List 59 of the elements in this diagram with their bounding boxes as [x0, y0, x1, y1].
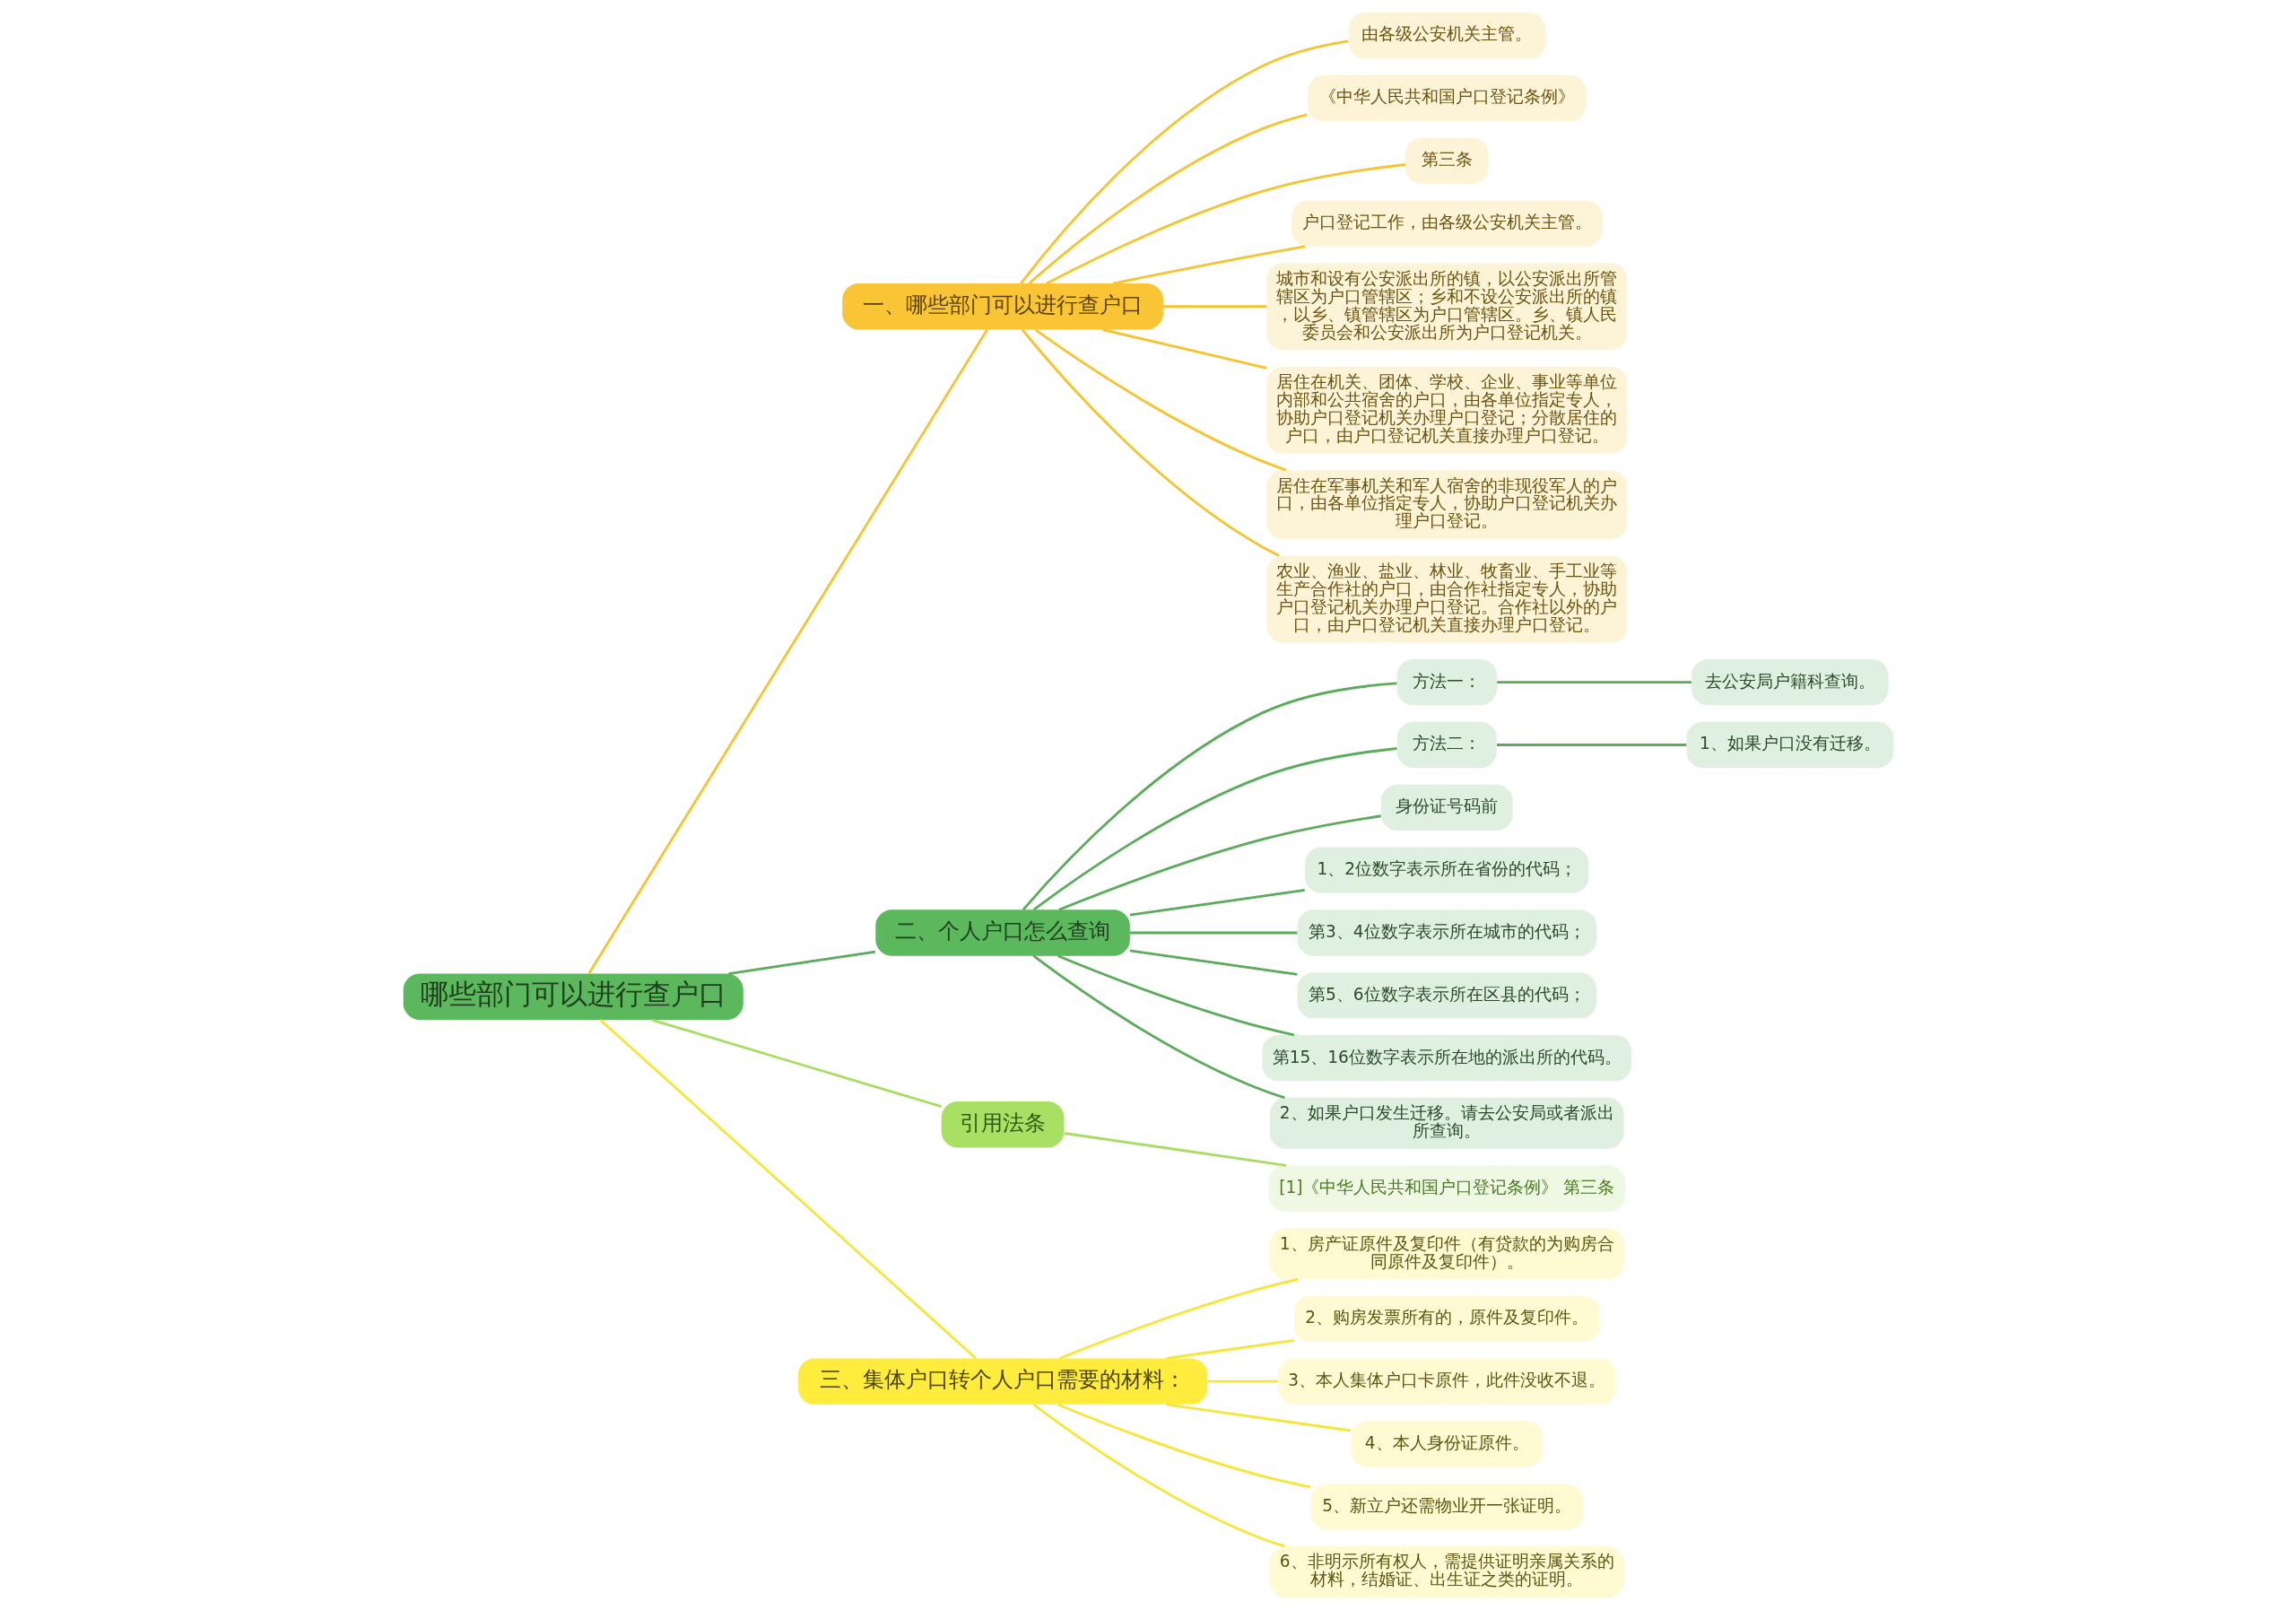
node-box: 1、2位数字表示所在省份的代码；	[1304, 847, 1588, 893]
connector	[1019, 39, 1348, 284]
connector	[1022, 682, 1396, 910]
node-box: 《中华人民共和国户口登记条例》	[1307, 74, 1587, 122]
node-box: 3、本人集体户口卡原件，此件没收不退。	[1277, 1358, 1615, 1405]
connector	[1034, 328, 1286, 472]
connector	[1496, 681, 1692, 684]
node-box: 去公安局户籍科查询。	[1691, 659, 1889, 706]
node-box: 第3、4位数字表示所在城市的代码；	[1297, 909, 1596, 956]
connector	[1112, 245, 1305, 285]
node-box: 1、房产证原件及复印件（有贷款的为购房合同原件及复印件）。	[1269, 1228, 1624, 1280]
node-box: 居住在机关、团体、学校、企业、事业等单位内部和公共宿舍的户口，由各单位指定专人，协助户口登记机关办理户口登记；分散居住的户口，由户口登记机关直接办理户口登记。	[1265, 366, 1627, 454]
node-box: 户口登记工作，由各级公安机关主管。	[1291, 200, 1602, 247]
connector	[1032, 954, 1285, 1100]
node-box: 4、本人身份证原件。	[1350, 1421, 1543, 1467]
connector	[1129, 931, 1297, 935]
node-box: 由各级公安机关主管。	[1348, 12, 1545, 59]
node-box: 哪些部门可以进行查户口	[403, 973, 744, 1020]
connector	[727, 950, 875, 975]
node-box: [1]《中华人民共和国户口登记条例》 第三条	[1267, 1165, 1625, 1212]
connector	[1032, 747, 1397, 911]
node-box: 居住在军事机关和军人宿舍的非现役军人的户口，由各单位指定专人，协助户口登记机关办理户口登记。	[1265, 470, 1627, 540]
connector	[1032, 1403, 1285, 1548]
connector	[650, 1018, 942, 1109]
connector	[587, 329, 988, 974]
connector	[1028, 113, 1308, 284]
connector	[1166, 1338, 1294, 1360]
connector	[1021, 328, 1280, 557]
connector	[1057, 954, 1294, 1037]
connector	[1496, 744, 1686, 746]
node-box: 第15、16位数字表示所在地的派出所的代码。	[1261, 1035, 1631, 1082]
node-box: 方法一：	[1396, 659, 1497, 706]
node-box: 引用法条	[941, 1101, 1064, 1148]
node-box: 三、集体户口转个人户口需要的材料：	[797, 1358, 1207, 1405]
node-box: 农业、渔业、盐业、林业、牧畜业、手工业等生产合作社的户口，由合作社指定专人，协助户口登记机关办理户口登记。合作社以外的户口，由户口登记机关直接办理户口登记。	[1265, 555, 1627, 643]
node-box: 第三条	[1405, 137, 1489, 184]
node-box: 一、哪些部门可以进行查户口	[841, 283, 1163, 330]
connector	[1064, 1132, 1286, 1167]
connector	[1166, 1403, 1351, 1432]
connector	[1206, 1379, 1278, 1383]
connector	[1058, 1277, 1299, 1360]
node-box: 5、新立户还需物业开一张证明。	[1310, 1484, 1583, 1530]
connector	[1162, 305, 1266, 309]
node-box: 6、非明示所有权人，需提供证明亲属关系的材料，结婚证、出生证之类的证明。	[1269, 1546, 1624, 1598]
node-box: 2、购房发票所有的，原件及复印件。	[1293, 1295, 1600, 1342]
connector	[1129, 949, 1298, 976]
node-box: 二、个人户口怎么查询	[874, 909, 1130, 956]
node-box: 城市和设有公安派出所的镇，以公安派出所管辖区为户口管辖区；乡和不设公安派出所的镇，以乡、镇管辖区为户口管辖区。乡、镇人民委员会和公安派出所为户口登记机关。	[1265, 263, 1627, 351]
connector	[1045, 163, 1405, 285]
node-box: 2、如果户口发生迁移。请去公安局或者派出所查询。	[1269, 1097, 1624, 1149]
connector	[1057, 1403, 1310, 1489]
connector	[1129, 889, 1305, 917]
connector	[598, 1019, 977, 1360]
connector	[1057, 814, 1381, 911]
node-box: 方法二：	[1396, 721, 1497, 769]
node-box: 身份证号码前	[1380, 784, 1513, 831]
connector	[1101, 328, 1266, 370]
node-box: 第5、6位数字表示所在区县的代码；	[1297, 972, 1596, 1019]
node-box: 1、如果户口没有迁移。	[1685, 721, 1893, 769]
